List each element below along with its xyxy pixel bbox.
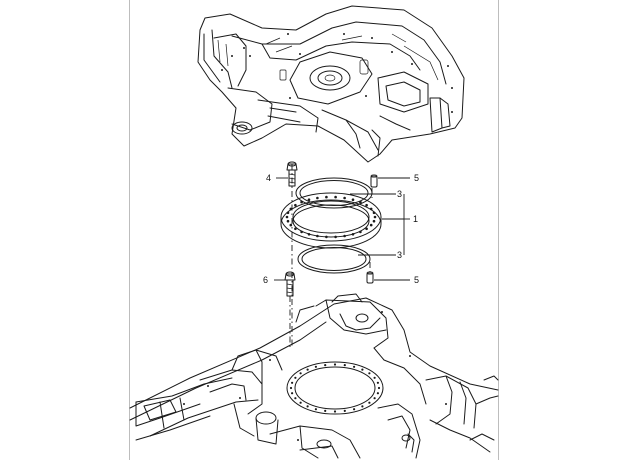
bolt-hole [373,376,376,379]
upper-frame [197,5,465,163]
callout-1: 1 [413,214,418,224]
bolt-hole [289,386,293,390]
bolt-hole [300,230,303,234]
bolt-hole [314,408,317,411]
bolt-hole [373,215,377,219]
bolt-hole [285,215,289,219]
bolt-hole [286,211,290,215]
bolt-hole [334,195,337,199]
bolt-hole [368,401,371,404]
bolt-hole [353,408,356,411]
right-frame-edge [498,0,499,460]
bolt-hole [307,233,311,236]
bolt-hole [316,234,319,238]
bolt-hole [369,223,373,227]
bolt-hole [325,235,328,239]
callout-4: 4 [266,173,271,183]
bolt-hole [300,200,303,204]
callout-3-upper: 3 [397,189,402,199]
lower-seal-ring [297,244,371,274]
bolt-hole [365,227,368,231]
bolt-hole [361,368,364,371]
bolt-hole [343,196,346,200]
bolt-hole [324,364,327,367]
bolt-hole [372,211,376,215]
bolt-hole [306,405,309,408]
bolt-hole [294,227,297,231]
bolt-hole [359,200,362,204]
bolt-hole [325,195,328,199]
bolt-hole [377,386,381,390]
bolt-hole [306,368,309,371]
bolt-hole [343,364,346,367]
bolt-hole [376,381,379,384]
bolt-hole [361,405,364,408]
bolt-hole [291,381,294,384]
bolt-hole [289,207,293,211]
callout-6: 6 [263,275,268,285]
bolt-hole [343,234,346,238]
bolt-hole [299,401,302,404]
upper-bolt [286,161,298,187]
bolt-hole [291,392,294,395]
bolt-hole [294,376,297,379]
mount-bolt-holes [289,363,381,413]
bolt-hole [351,198,355,201]
callout-3-lower: 3 [397,250,402,260]
bolt-hole [343,409,346,412]
bolt-hole [299,372,302,375]
bolt-hole [307,198,311,201]
bolt-hole [314,365,317,368]
bolt-hole [289,223,293,227]
bolt-hole [286,219,290,223]
bolt-hole [369,207,373,211]
bolt-hole [359,230,362,234]
bolt-hole [324,409,327,412]
bearing-bolt-holes [285,195,377,239]
bolt-hole [372,219,376,223]
bolt-hole [294,203,297,207]
bolt-hole [368,372,371,375]
bolt-hole [351,233,355,236]
bolt-hole [333,410,337,413]
bolt-hole [365,203,368,207]
callout-leaders [274,177,410,281]
callout-5-lower: 5 [414,275,419,285]
lower-dowel-pin [366,271,374,284]
bolt-hole [294,397,297,400]
bolt-hole [353,365,356,368]
upper-dowel-pin [370,174,378,188]
lower-frame [129,293,499,459]
bolt-hole [316,196,319,200]
bolt-hole [376,392,379,395]
bolt-hole [373,397,376,400]
callout-5-upper: 5 [414,173,419,183]
bolt-hole [334,235,337,239]
lower-bolt [284,271,296,297]
bolt-hole [333,363,337,366]
left-frame-edge [129,0,130,460]
